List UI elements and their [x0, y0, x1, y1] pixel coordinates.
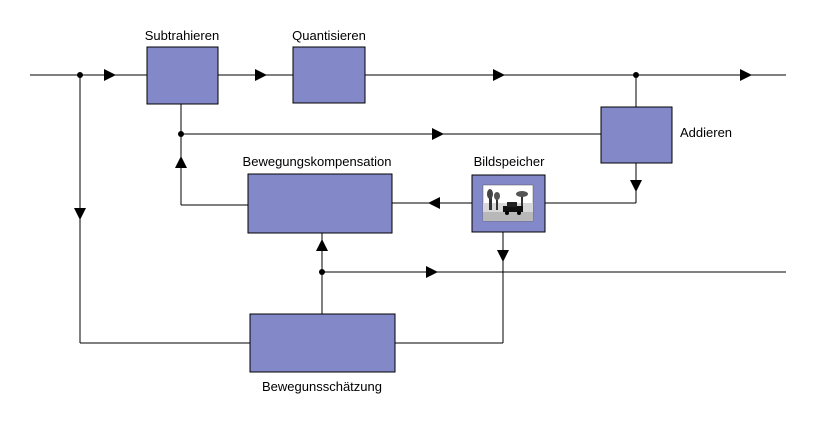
quantize-block	[292, 46, 366, 104]
motion-estimation-label: Bewegunsschätzung	[262, 379, 382, 394]
adder-block	[600, 106, 673, 164]
quantize-label: Quantisieren	[292, 28, 366, 43]
junction-dot	[77, 72, 83, 78]
arrow-right	[740, 69, 752, 81]
motion-estimation-block	[249, 313, 396, 373]
arrow-right	[255, 69, 267, 81]
arrowheads	[74, 69, 752, 278]
junction-dot	[178, 131, 184, 137]
arrow-right	[432, 128, 444, 140]
junction-dot	[633, 72, 639, 78]
frame-image-icon	[482, 184, 534, 222]
frame-buffer-block	[471, 174, 546, 233]
arrow-up	[316, 239, 328, 251]
arrow-left	[428, 197, 440, 209]
arrow-up	[175, 156, 187, 168]
subtract-block	[146, 46, 219, 105]
signal-lines	[30, 74, 786, 344]
arrow-down	[630, 180, 642, 192]
motion-compensation-block	[247, 173, 393, 234]
subtract-label: Subtrahieren	[145, 28, 219, 43]
arrow-down	[74, 208, 86, 220]
arrow-right	[426, 266, 438, 278]
frame-buffer-label: Bildspeicher	[474, 154, 545, 169]
arrow-right	[104, 69, 116, 81]
arrow-down	[497, 250, 509, 262]
junction-dots	[77, 72, 639, 275]
adder-label: Addieren	[680, 125, 732, 140]
arrow-right	[493, 69, 505, 81]
motion-compensation-label: Bewegungskompensation	[243, 154, 392, 169]
junction-dot	[319, 269, 325, 275]
